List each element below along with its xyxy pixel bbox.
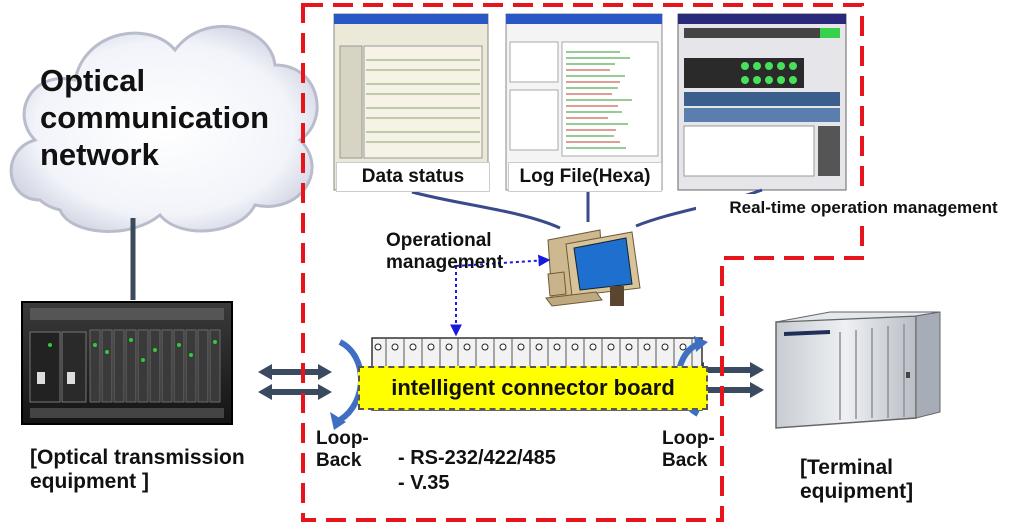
operational-management-line1: Operational <box>386 230 492 251</box>
dashed-boundary <box>301 3 864 522</box>
interface-item-v35: - V.35 <box>398 472 450 494</box>
loopback-right-line2: Back <box>662 449 708 471</box>
loopback-right-line1: Loop- <box>662 428 715 449</box>
operational-management-line2: management <box>386 251 504 273</box>
loopback-left-line1: Loop- <box>316 428 369 449</box>
loopback-left-label: Loop- Back <box>316 428 369 472</box>
optical-equipment-line1: [Optical transmission <box>30 446 245 469</box>
realtime-caption: Real-time operation management <box>696 194 1031 222</box>
operational-management-label: Operational management <box>386 230 503 274</box>
screen-link-line <box>411 190 561 230</box>
data-status-caption: Data status <box>336 162 490 192</box>
optical-equipment-label: [Optical transmission equipment ] <box>30 446 245 494</box>
cloud-label-line3: network <box>40 137 159 173</box>
terminal-equipment-line1: [Terminal <box>800 456 893 479</box>
loopback-arrow-left <box>330 339 364 430</box>
cloud-label: Optical communication network <box>40 62 300 174</box>
right-double-arrow <box>690 362 764 398</box>
pc-computer <box>545 229 641 307</box>
log-file-screen <box>505 13 663 191</box>
intelligent-connector-board-label: intelligent connector board <box>358 366 708 410</box>
interface-list: - RS-232/422/485 - V.35 <box>398 446 556 496</box>
terminal-equipment-line2: equipment] <box>800 480 914 504</box>
terminal-equipment-label: [Terminal equipment] <box>800 456 913 504</box>
loopback-right-label: Loop- Back <box>662 428 715 472</box>
loopback-left-line2: Back <box>316 449 362 471</box>
interface-item-rs: - RS-232/422/485 <box>398 447 556 469</box>
realtime-screen <box>677 13 847 191</box>
optical-transmission-rack <box>21 301 233 425</box>
left-double-arrow <box>258 364 332 400</box>
cloud-label-line2: communication <box>40 100 270 136</box>
terminal-equipment <box>775 311 941 429</box>
data-status-screen <box>333 13 489 191</box>
optical-equipment-line2: equipment ] <box>30 470 149 494</box>
cloud-label-line1: Optical <box>40 63 146 98</box>
log-file-caption: Log File(Hexa) <box>508 162 662 192</box>
